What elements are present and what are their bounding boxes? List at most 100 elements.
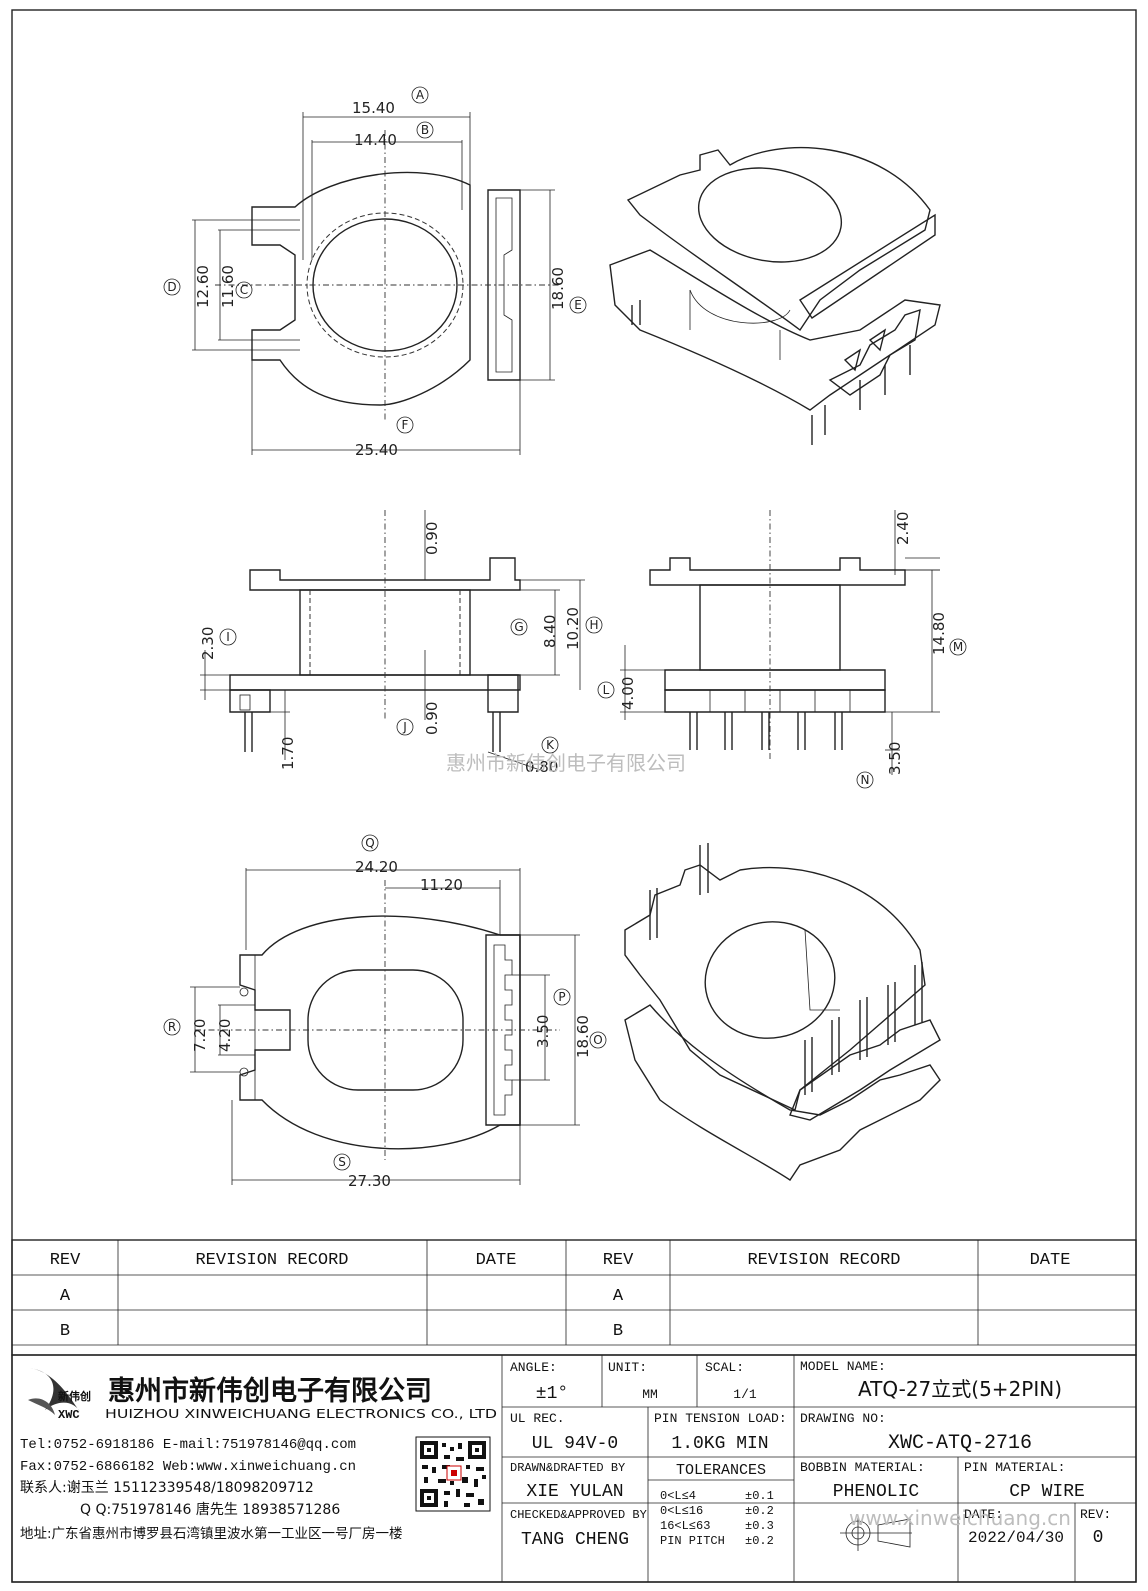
scale-label: SCAL:	[705, 1360, 744, 1375]
revision-table: REV REVISION RECORD DATE REV REVISION RE…	[11, 1239, 1137, 1356]
revision-record-header-2: REVISION RECORD	[747, 1251, 900, 1270]
pin-tension-value: 1.0KG MIN	[671, 1434, 768, 1454]
revision-record-header-1: REVISION RECORD	[195, 1251, 348, 1270]
date-label: DATE:	[964, 1507, 1003, 1522]
ul-label: UL REC.	[510, 1411, 565, 1426]
dim-i-value: 2.30	[199, 627, 217, 660]
scale-value: 1/1	[733, 1387, 757, 1402]
dim-e-label: E	[574, 298, 582, 312]
dim-m-value: 14.80	[930, 612, 948, 655]
model-value: ATQ-27立式(5+2PIN)	[858, 1377, 1062, 1401]
tol-row-3-value: ±0.3	[745, 1519, 774, 1533]
checked-value: TANG CHENG	[521, 1530, 629, 1550]
dim-h-value: 10.20	[564, 607, 582, 650]
date-header-1: DATE	[476, 1251, 517, 1270]
dim-j-value: 0.90	[423, 702, 441, 735]
watermark-center: 惠州市新伟创电子有限公司	[446, 751, 686, 775]
drafted-label: DRAWN&DRAFTED BY	[510, 1461, 625, 1475]
company-name-cn: 惠州市新伟创电子有限公司	[108, 1375, 432, 1407]
dim-k-label: K	[546, 738, 555, 752]
drafted-value: XIE YULAN	[526, 1482, 623, 1502]
company-contact: 联系人:谢玉兰 15112339548/18098209712	[20, 1480, 314, 1496]
pin-material-value: CP WIRE	[1009, 1482, 1085, 1502]
dim-a-value: 15.40	[352, 99, 395, 117]
dim-n-value: 3.50	[886, 742, 904, 775]
rev-row-a-right: A	[613, 1287, 624, 1306]
company-tel: Tel:0752-6918186 E-mail:751978146@qq.com	[20, 1437, 356, 1453]
dim-p-value: 3.50	[534, 1015, 552, 1048]
dim-pin-length: 1.70	[279, 737, 297, 770]
date-header-2: DATE	[1030, 1251, 1071, 1270]
dim-top-thickness: 0.90	[423, 522, 441, 555]
dim-q-value: 24.20	[355, 858, 398, 876]
dim-m-label: M	[953, 640, 963, 654]
rev-header-1: REV	[50, 1251, 81, 1270]
tol-row-3-range: 16<L≤63	[660, 1519, 710, 1533]
dim-r-label: R	[168, 1020, 176, 1034]
isometric-top	[609, 146, 941, 445]
company-logo: 新伟创 XWC	[28, 1368, 91, 1422]
bobbin-material-label: BOBBIN MATERIAL:	[800, 1460, 925, 1475]
dim-r-inner: 4.20	[216, 1019, 234, 1052]
dim-o-value: 18.60	[574, 1015, 592, 1058]
dim-d-label: D	[167, 280, 176, 294]
pin-material-label: PIN MATERIAL:	[964, 1460, 1065, 1475]
dim-half-value: 11.20	[420, 876, 463, 894]
logo-text: 新伟创	[58, 1389, 91, 1403]
dim-l-label: L	[603, 683, 610, 697]
dim-k-value: 0.80	[525, 758, 558, 776]
dim-h-label: H	[589, 618, 598, 632]
tol-row-2-range: 0<L≤16	[660, 1504, 703, 1518]
drawing-no-label: DRAWING NO:	[800, 1411, 886, 1426]
dim-g-value: 8.40	[541, 615, 559, 648]
pin-tension-label: PIN TENSION LOAD:	[654, 1411, 787, 1426]
unit-value: MM	[642, 1387, 658, 1402]
company-address: 地址:广东省惠州市博罗县石湾镇里波水第一工业区一号厂房一楼	[20, 1525, 403, 1542]
logo-sub: XWC	[58, 1408, 80, 1422]
dim-n-label: N	[861, 773, 870, 787]
dim-s-value: 27.30	[348, 1172, 391, 1190]
tol-row-4-range: PIN PITCH	[660, 1534, 725, 1548]
dim-r-value: 7.20	[191, 1019, 209, 1052]
bobbin-material-value: PHENOLIC	[833, 1482, 920, 1502]
dim-c-value: 11.60	[219, 265, 237, 308]
tol-row-1-range: 0<L≤4	[660, 1489, 696, 1503]
dim-j-label: J	[402, 720, 407, 734]
bottom-view: 24.20 Q 11.20 7.20 4.20 R 3.50 P 18.60 O	[163, 834, 607, 1190]
tol-row-4-value: ±0.2	[745, 1534, 774, 1548]
front-view: 0.90 8.40 10.20 G H 2.30 I 0.90 J 1.70 K…	[199, 510, 603, 776]
model-label: MODEL NAME:	[800, 1359, 886, 1374]
dim-d-value: 12.60	[194, 265, 212, 308]
rev-row-b-left: B	[60, 1322, 70, 1341]
dim-l-value: 4.00	[619, 677, 637, 710]
dim-top-right: 2.40	[894, 512, 912, 545]
dim-c-label: C	[240, 283, 248, 297]
dim-b-value: 14.40	[354, 131, 397, 149]
watermark-bottom: www.xinweichuang.cn	[849, 1506, 1071, 1530]
dim-o-label: O	[593, 1033, 602, 1047]
side-view: 2.40 14.80 M 4.00 L 3.50 N	[597, 510, 967, 789]
dim-f-label: F	[402, 418, 409, 432]
rev-row-a-left: A	[60, 1287, 71, 1306]
tol-row-1-value: ±0.1	[745, 1489, 774, 1503]
tolerances-label: TOLERANCES	[676, 1462, 766, 1479]
isometric-bottom	[624, 843, 941, 1181]
ul-value: UL 94V-0	[532, 1434, 618, 1454]
dim-s-label: S	[338, 1155, 346, 1169]
company-name-en: HUIZHOU XINWEICHUANG ELECTRONICS CO., LT…	[105, 1406, 497, 1421]
rev-label: REV:	[1080, 1507, 1111, 1522]
company-fax: Fax:0752-6866182 Web:www.xinweichuang.cn	[20, 1459, 356, 1475]
checked-label: CHECKED&APPROVED BY	[510, 1508, 647, 1522]
rev-row-b-right: B	[613, 1322, 623, 1341]
tol-row-2-value: ±0.2	[745, 1504, 774, 1518]
dim-e-value: 18.60	[549, 267, 567, 310]
qr-code	[415, 1436, 491, 1512]
dim-i-label: I	[226, 630, 230, 644]
unit-label: UNIT:	[608, 1360, 647, 1375]
projection-symbol-icon	[840, 1515, 912, 1551]
dim-b-label: B	[421, 123, 429, 137]
dim-f-value: 25.40	[355, 441, 398, 459]
dim-a-label: A	[416, 88, 425, 102]
title-block: 新伟创 XWC 惠州市新伟创电子有限公司 HUIZHOU XINWEICHUAN…	[11, 1354, 1137, 1583]
